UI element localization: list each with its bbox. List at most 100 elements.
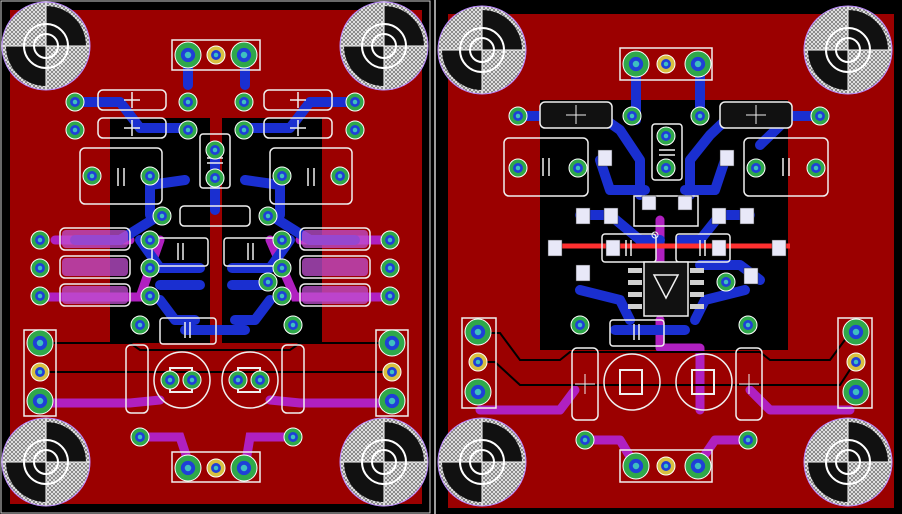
through-hole-pad [152, 206, 172, 226]
resistor [299, 227, 371, 251]
mounting-hole [437, 417, 527, 507]
through-hole-pad [656, 126, 676, 146]
through-hole-pad [206, 45, 226, 65]
capacitor [223, 237, 281, 267]
through-hole-pad [178, 120, 198, 140]
capacitor [651, 123, 683, 181]
mounting-hole [1, 417, 91, 507]
through-hole-pad [738, 430, 758, 450]
resistor [281, 344, 305, 414]
through-hole-pad [174, 454, 202, 482]
through-hole-pad [806, 158, 826, 178]
through-hole-pad [30, 286, 50, 306]
through-hole-pad [65, 92, 85, 112]
capacitor [199, 133, 231, 189]
capacitor [601, 233, 657, 263]
through-hole-pad [380, 286, 400, 306]
through-hole-pad [378, 387, 406, 415]
through-hole-pad [272, 166, 292, 186]
through-hole-pad [82, 166, 102, 186]
through-hole-pad [508, 158, 528, 178]
through-hole-pad [140, 230, 160, 250]
resistor [263, 89, 333, 111]
resistor [59, 283, 131, 307]
film-capacitors [503, 123, 829, 347]
through-hole-pad [258, 272, 278, 292]
through-hole-pad [345, 120, 365, 140]
through-hole-pad [205, 140, 225, 160]
mounting-hole [1, 1, 91, 91]
pads-right-board [464, 50, 870, 480]
resistors [59, 89, 371, 414]
capacitor [743, 137, 829, 197]
resistor [125, 344, 149, 414]
resistor [97, 117, 167, 139]
through-hole-pad [230, 454, 258, 482]
through-hole-pad [842, 378, 870, 406]
resistor [263, 117, 333, 139]
through-hole-pad [272, 230, 292, 250]
through-hole-pad [272, 286, 292, 306]
capacitor [269, 147, 353, 205]
through-hole-pad [622, 50, 650, 78]
through-hole-pad [690, 106, 710, 126]
board-left-outline [0, 0, 431, 514]
mounting-hole [339, 1, 429, 91]
through-hole-pad [746, 158, 766, 178]
resistor [299, 255, 371, 279]
through-hole-pad [130, 315, 150, 335]
electrolytic-cap [153, 351, 211, 409]
pads-left-board [26, 41, 406, 482]
through-hole-pad [258, 206, 278, 226]
through-hole-pad [716, 272, 736, 292]
electrolytic-cap [221, 351, 279, 409]
through-hole-pad [656, 54, 676, 74]
resistors [539, 101, 793, 421]
resistor [97, 89, 167, 111]
resistor [59, 227, 131, 251]
through-hole-pad [160, 370, 180, 390]
mounting-holes [437, 5, 893, 507]
through-hole-pad [345, 92, 365, 112]
through-hole-pad [26, 387, 54, 415]
board-right [437, 5, 894, 508]
through-hole-pad [380, 258, 400, 278]
through-hole-pad [656, 158, 676, 178]
film-capacitors [79, 133, 353, 345]
through-hole-pad [283, 315, 303, 335]
through-hole-pad [846, 352, 866, 372]
through-hole-pad [174, 41, 202, 69]
mounting-hole [437, 5, 527, 95]
through-hole-pad [65, 120, 85, 140]
through-hole-pad [234, 120, 254, 140]
through-hole-pad [250, 370, 270, 390]
through-hole-pad [228, 370, 248, 390]
capacitor [503, 137, 589, 197]
soic-opamp [628, 195, 704, 317]
through-hole-pad [568, 158, 588, 178]
through-hole-pad [570, 315, 590, 335]
through-hole-pad [206, 458, 226, 478]
through-hole-pad [464, 378, 492, 406]
electrolytic-capacitors [603, 353, 733, 411]
through-hole-pad [178, 92, 198, 112]
through-hole-pad [182, 370, 202, 390]
board-left-substrate [10, 10, 422, 504]
mounting-hole [803, 5, 893, 95]
capacitor [79, 147, 163, 205]
through-hole-pad [842, 318, 870, 346]
through-hole-pad [508, 106, 528, 126]
through-hole-pad [378, 329, 406, 357]
through-hole-pad [330, 166, 350, 186]
through-hole-pad [30, 258, 50, 278]
through-hole-pad [272, 258, 292, 278]
through-hole-pad [684, 452, 712, 480]
through-hole-pad [30, 362, 50, 382]
through-hole-pad [622, 106, 642, 126]
resistor [571, 347, 599, 421]
resistor-bodies [62, 230, 368, 304]
resistor [735, 347, 763, 421]
through-hole-pad [140, 258, 160, 278]
